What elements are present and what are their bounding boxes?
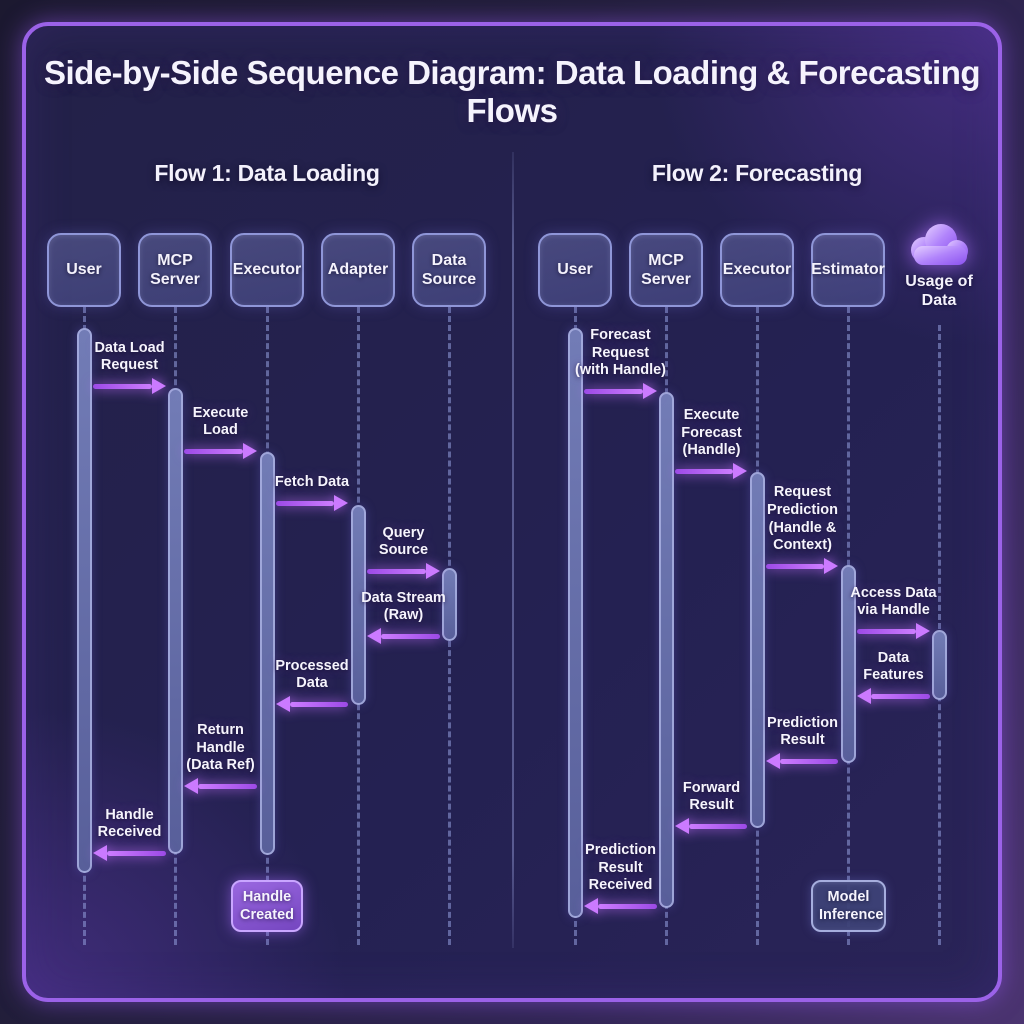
message-label-forward-result: Forward Result xyxy=(682,779,741,814)
message-label-prediction-result: Prediction Result xyxy=(767,714,838,749)
activation-flow2-mcp-server xyxy=(658,392,674,908)
message-label-request-prediction: Request Prediction (Handle & Context) xyxy=(767,484,838,554)
actor-flow2-estimator: Estimator xyxy=(811,233,885,307)
actor-flow1-executor: Executor xyxy=(230,233,304,307)
activation-flow1-adapter xyxy=(350,505,366,705)
activation-flow2-executor xyxy=(749,472,765,828)
message-label-return-handle: Return Handle (Data Ref) xyxy=(186,721,255,774)
actor-flow1-adapter: Adapter xyxy=(321,233,395,307)
diagram-title: Side-by-Side Sequence Diagram: Data Load… xyxy=(43,54,981,129)
arrow-left-icon xyxy=(276,696,290,712)
arrow-prediction-result-received xyxy=(584,898,657,914)
actor-label: User xyxy=(66,261,102,279)
arrow-right-icon xyxy=(426,563,440,579)
arrow-forecast-request xyxy=(584,383,657,399)
arrow-execute-forecast xyxy=(675,463,747,479)
actor-label: MCP Server xyxy=(150,251,200,288)
activation-flow1-executor xyxy=(259,452,275,855)
arrow-prediction-result xyxy=(766,753,838,769)
arrow-left-icon xyxy=(584,898,598,914)
cloud-icon xyxy=(901,220,977,272)
arrow-right-icon xyxy=(152,378,166,394)
activation-flow1-data-source xyxy=(441,568,457,641)
arrow-left-icon xyxy=(857,688,871,704)
arrow-right-icon xyxy=(243,443,257,459)
actor-label: Executor xyxy=(722,261,792,279)
actor-flow1-mcp-server: MCP Server xyxy=(138,233,212,307)
arrow-data-load-request xyxy=(93,378,166,394)
arrow-right-icon xyxy=(643,383,657,399)
message-label-data-load-request: Data Load Request xyxy=(94,339,165,374)
activation-flow2-user xyxy=(567,328,583,918)
message-label-forecast-request: Forecast Request (with Handle) xyxy=(574,326,667,379)
arrow-left-icon xyxy=(93,845,107,861)
message-label-fetch-data: Fetch Data xyxy=(274,474,350,491)
arrow-execute-load xyxy=(184,443,257,459)
arrow-request-prediction xyxy=(766,558,838,574)
actor-label: Data Source xyxy=(421,251,477,288)
arrow-fetch-data xyxy=(276,495,348,511)
activation-flow2-estimator xyxy=(840,565,856,763)
arrow-data-features xyxy=(857,688,930,704)
arrow-left-icon xyxy=(675,818,689,834)
message-label-execute-forecast: Execute Forecast (Handle) xyxy=(681,406,742,459)
activation-flow1-user xyxy=(76,328,92,873)
arrow-left-icon xyxy=(184,778,198,794)
actor-label: Adapter xyxy=(327,261,389,279)
actor-flow2-usage-of-data-label: Usage of Data xyxy=(905,273,973,310)
actor-label: User xyxy=(557,261,593,279)
arrow-data-stream-raw xyxy=(367,628,440,644)
message-label-execute-load: Execute Load xyxy=(192,404,249,439)
arrow-forward-result xyxy=(675,818,747,834)
flow2-header: Flow 2: Forecasting xyxy=(651,160,863,186)
message-label-handle-received: Handle Received xyxy=(97,806,162,841)
actor-flow2-executor: Executor xyxy=(720,233,794,307)
activation-flow2-usage-of-data xyxy=(931,630,947,700)
message-label-prediction-result-received: Prediction Result Received xyxy=(585,841,656,894)
arrow-left-icon xyxy=(766,753,780,769)
actor-flow2-mcp-server: MCP Server xyxy=(629,233,703,307)
message-label-processed-data: Processed Data xyxy=(275,657,349,692)
arrow-right-icon xyxy=(334,495,348,511)
arrow-right-icon xyxy=(916,623,930,639)
actor-flow1-user: User xyxy=(47,233,121,307)
actor-label: Executor xyxy=(232,261,302,279)
arrow-query-source xyxy=(367,563,440,579)
arrow-handle-received xyxy=(93,845,166,861)
arrow-right-icon xyxy=(733,463,747,479)
arrow-processed-data xyxy=(276,696,348,712)
flow1-header: Flow 1: Data Loading xyxy=(154,160,380,186)
arrow-return-handle xyxy=(184,778,257,794)
message-label-data-features: Data Features xyxy=(863,649,924,684)
note-handle-created: Handle Created xyxy=(231,880,303,933)
message-label-query-source: Query Source xyxy=(378,524,429,559)
note-model-inference: Model Inference xyxy=(811,880,886,933)
arrow-access-data xyxy=(857,623,930,639)
actor-flow2-user: User xyxy=(538,233,612,307)
activation-flow1-mcp-server xyxy=(167,388,183,854)
actor-flow1-data-source: Data Source xyxy=(412,233,486,307)
message-label-data-stream-raw: Data Stream (Raw) xyxy=(361,589,446,624)
actor-label: MCP Server xyxy=(641,251,691,288)
message-label-access-data: Access Data via Handle xyxy=(850,584,937,619)
actor-label: Estimator xyxy=(811,261,885,279)
arrow-left-icon xyxy=(367,628,381,644)
arrow-right-icon xyxy=(824,558,838,574)
flow-divider-line xyxy=(512,152,514,948)
